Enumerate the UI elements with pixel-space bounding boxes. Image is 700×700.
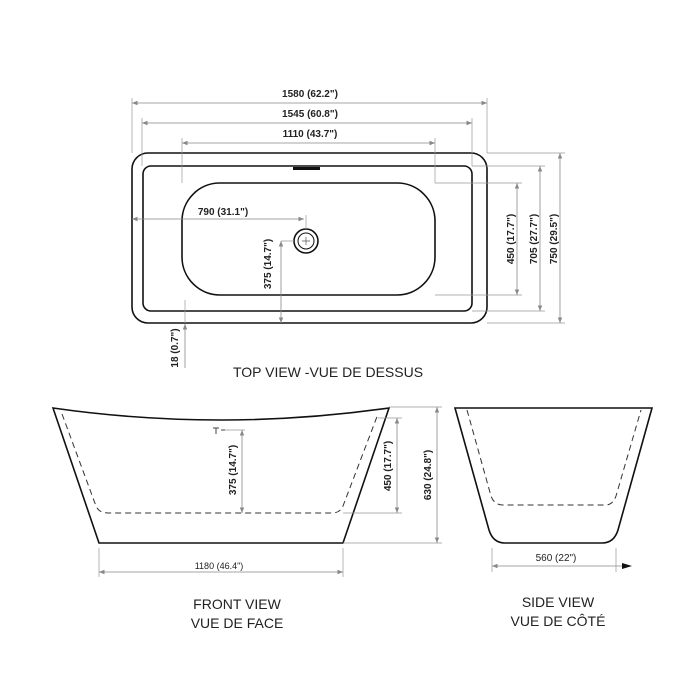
side-interior-dashed <box>466 409 642 506</box>
side-view: 560 (22") SIDE VIEW VUE DE CÔTÉ <box>453 407 654 629</box>
front-outline <box>51 407 391 544</box>
dim-label-rim-width: 705 (27.7") <box>529 214 540 264</box>
top-view-title: TOP VIEW -VUE DE DESSUS <box>233 364 423 380</box>
top-view: 1580 (62.2") 1545 (60.8") 1110 (43.7") 7… <box>131 89 565 380</box>
dim-label-basin-length: 1110 (43.7") <box>283 129 338 140</box>
front-interior-dashed <box>61 413 379 514</box>
tub-outer-outline <box>131 152 488 324</box>
tub-basin-outline <box>181 182 436 296</box>
side-view-title-en: SIDE VIEW <box>522 594 595 610</box>
dim-label-overall-length: 1580 (62.2") <box>282 89 338 100</box>
front-view-title-fr: VUE DE FACE <box>191 615 284 631</box>
side-outline <box>453 407 654 544</box>
dim-label-interior-depth: 450 (17.7") <box>383 441 394 491</box>
dim-label-rim-thickness: 18 (0.7") <box>170 328 181 367</box>
overflow-icon <box>293 167 320 170</box>
front-view-title-en: FRONT VIEW <box>193 596 281 612</box>
dim-label-base-length: 1180 (46.4") <box>195 561 244 571</box>
dim-label-rim-length: 1545 (60.8") <box>282 109 338 120</box>
drain-icon <box>293 228 319 254</box>
dim-label-base-width: 560 (22") <box>536 553 577 564</box>
arrow-right-icon <box>622 563 632 569</box>
dim-label-basin-width: 450 (17.7") <box>506 214 517 264</box>
dim-label-drain-from-edge: 375 (14.7") <box>263 239 274 289</box>
front-view: 375 (14.7") 450 (17.7") 630 (24.8") 1180… <box>51 406 442 631</box>
tub-rim-outline <box>142 165 473 312</box>
dim-label-overall-width: 750 (29.5") <box>549 214 560 264</box>
side-view-title-fr: VUE DE CÔTÉ <box>511 613 606 629</box>
dim-label-overall-height: 630 (24.8") <box>423 450 434 500</box>
dim-label-overflow-height: 375 (14.7") <box>228 445 239 495</box>
dim-label-drain-offset: 790 (31.1") <box>198 207 248 218</box>
overflow-icon <box>213 427 225 434</box>
